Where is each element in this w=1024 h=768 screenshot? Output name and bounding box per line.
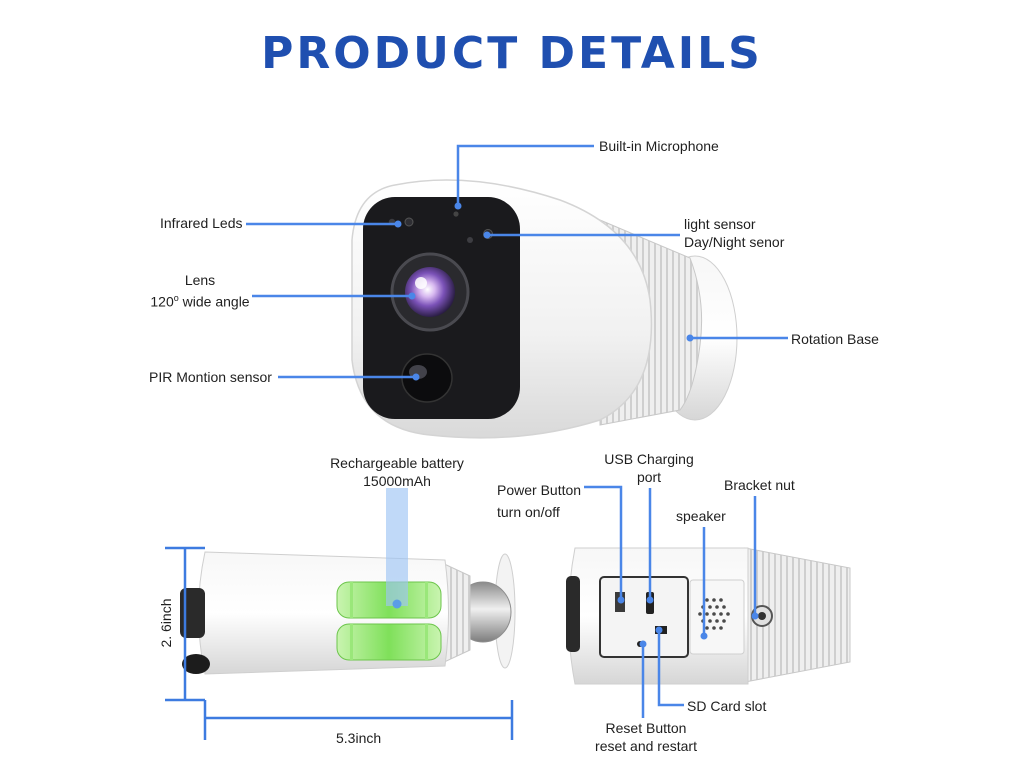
label-rotation-base: Rotation Base [791,331,879,347]
microphone-hole [453,211,459,217]
label-light-sensor-line1: light sensor [684,216,756,232]
label-battery-line2: 15000mAh [363,473,431,489]
camera-bottom-view [566,547,851,685]
label-power-line1: Power Button [497,482,582,498]
bottom-front-cap [566,576,580,652]
bottom-callout-dots [617,596,759,648]
label-reset-line2: reset and restart [595,738,697,754]
label-height-dimension: 2. 6inch [158,598,174,648]
page-title: PRODUCT DETAILS [261,28,763,79]
label-battery-line1: Rechargeable battery [330,455,464,471]
label-sd-card-slot: SD Card slot [687,698,767,714]
label-infrared-leds: Infrared Leds [160,215,243,231]
label-built-in-microphone: Built-in Microphone [599,138,719,154]
label-bracket-nut: Bracket nut [724,477,795,493]
camera-side-view [180,551,516,675]
microphone-callout [456,144,594,205]
label-reset-line1: Reset Button [605,720,687,736]
label-light-sensor: light sensor Day/Night senor [684,215,784,251]
side-pir [182,654,210,674]
sd-card-callout [657,630,684,707]
camera-front-view [351,179,738,439]
label-length-dimension: 5.3inch [336,730,382,746]
infrared-led-right [404,217,414,227]
dimension-lines [165,546,514,740]
top-callout-lines [246,144,788,379]
label-lens: Lens 120o wide angle [136,271,264,311]
power-callout [584,485,623,598]
label-lens-line2: 120o wide angle [150,293,250,310]
label-power-line2: turn on/off [497,504,560,520]
label-lens-line1: Lens [184,272,216,288]
label-rechargeable-battery: Rechargeable battery 15000mAh [322,454,472,490]
label-power-button: Power Button turn on/off [497,479,581,523]
battery-callout-column [386,488,408,606]
lens-glass [405,267,455,317]
top-callout-dots [394,202,694,381]
battery-cell-bottom [336,623,442,661]
label-usb-line2: port [636,469,662,485]
label-usb-charging-port: USB Charging port [597,450,701,486]
battery-callout-dot [392,599,402,609]
light-sensor-dot-1 [467,237,473,243]
label-usb-line1: USB Charging [604,451,694,467]
label-reset-button: Reset Button reset and restart [586,719,706,755]
label-light-sensor-line2: Day/Night senor [684,234,785,250]
label-pir-sensor: PIR Montion sensor [149,369,272,385]
label-speaker: speaker [676,508,726,524]
lens-glint [415,277,427,289]
bottom-callout-lines [584,485,757,718]
speaker-panel [689,579,745,655]
